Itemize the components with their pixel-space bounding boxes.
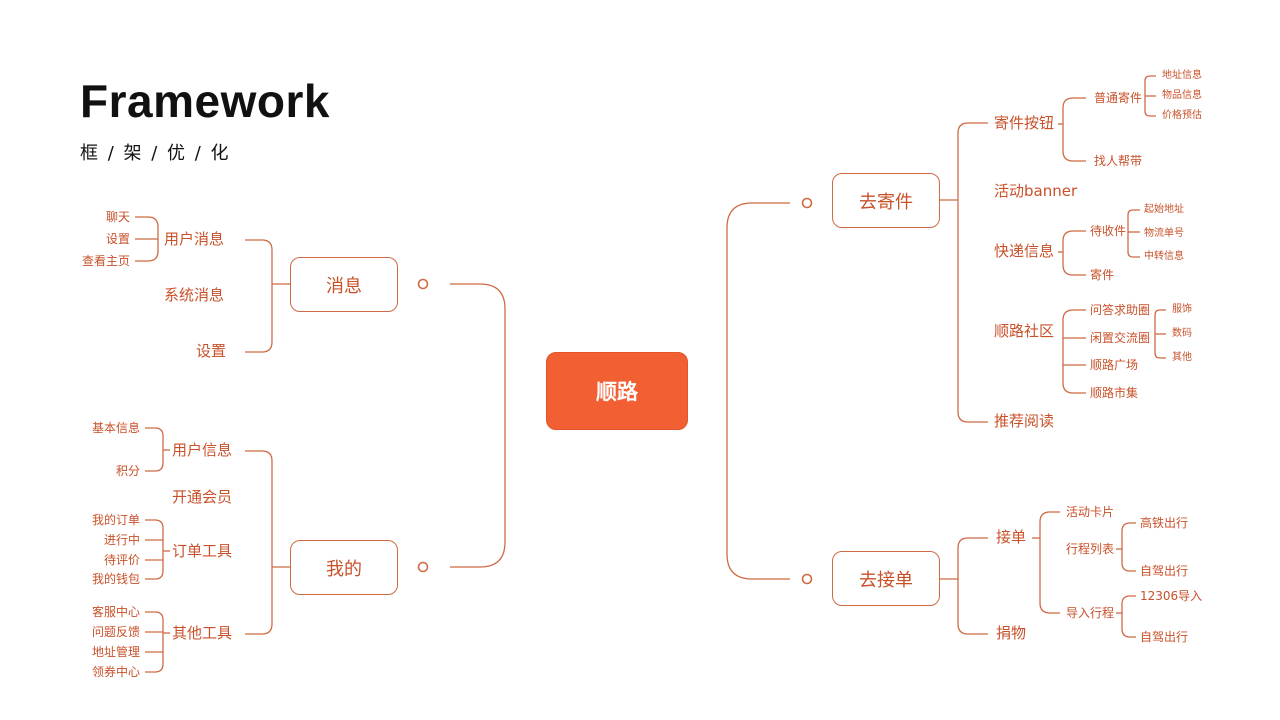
label-square: 顺路广场 <box>1090 358 1139 372</box>
leaf-basic-info: 基本信息 <box>91 421 140 435</box>
leaf-price-estimate: 价格预估 <box>1162 110 1202 121</box>
label-other-tools: 其他工具 <box>172 624 233 642</box>
label-activity-card: 活动卡片 <box>1066 505 1115 519</box>
label-order-tools: 订单工具 <box>172 542 233 560</box>
leaf-self-drive-1: 自驾出行 <box>1140 564 1189 578</box>
leaf-address-info: 地址信息 <box>1162 70 1202 81</box>
leaf-address-management: 地址管理 <box>91 645 140 659</box>
leaf-customer-service: 客服中心 <box>91 605 140 619</box>
label-import-trip: 导入行程 <box>1066 606 1115 620</box>
label-activity-banner: 活动banner <box>994 182 1078 200</box>
root-node: 顺路 <box>546 352 688 430</box>
leaf-start-address: 起始地址 <box>1144 204 1184 215</box>
leaf-high-speed-rail: 高铁出行 <box>1140 516 1189 530</box>
label-membership: 开通会员 <box>172 488 233 506</box>
leaf-points: 积分 <box>115 464 140 478</box>
leaf-my-wallet: 我的钱包 <box>91 572 140 586</box>
label-pending-pickup: 待收件 <box>1090 224 1127 238</box>
node-take-order: 去接单 <box>832 551 940 606</box>
label-find-helper: 找人帮带 <box>1094 154 1143 168</box>
label-market: 顺路市集 <box>1090 386 1139 400</box>
label-settings: 设置 <box>196 342 227 360</box>
leaf-12306-import: 12306导入 <box>1140 589 1203 603</box>
leaf-view-homepage: 查看主页 <box>81 254 130 268</box>
leaf-self-drive-2: 自驾出行 <box>1140 630 1189 644</box>
label-send-button: 寄件按钮 <box>994 114 1055 132</box>
label-recommended-reading: 推荐阅读 <box>994 412 1055 430</box>
label-qa-circle: 问答求助圈 <box>1090 303 1151 317</box>
label-donate: 捐物 <box>996 624 1027 642</box>
page-title: Framework <box>80 75 330 127</box>
node-send: 去寄件 <box>832 173 940 228</box>
leaf-settings: 设置 <box>105 232 130 246</box>
leaf-chat: 聊天 <box>105 210 130 224</box>
leaf-digital: 数码 <box>1172 328 1192 339</box>
leaf-to-review: 待评价 <box>103 553 140 567</box>
node-mine: 我的 <box>290 540 398 595</box>
label-system-messages: 系统消息 <box>164 286 225 304</box>
label-accept-order: 接单 <box>996 528 1027 546</box>
label-normal-send: 普通寄件 <box>1094 91 1143 105</box>
label-trip-list: 行程列表 <box>1066 542 1115 556</box>
page-subtitle: 框 / 架 / 优 / 化 <box>80 143 231 164</box>
leaf-feedback: 问题反馈 <box>91 625 140 639</box>
label-idle-circle: 闲置交流圈 <box>1090 331 1151 345</box>
leaf-others: 其他 <box>1172 352 1192 363</box>
leaf-clothing: 服饰 <box>1172 304 1192 315</box>
node-messages: 消息 <box>290 257 398 312</box>
leaf-in-progress: 进行中 <box>103 533 140 547</box>
leaf-coupon-center: 领券中心 <box>91 665 140 679</box>
label-community: 顺路社区 <box>994 322 1055 340</box>
leaf-item-info: 物品信息 <box>1162 90 1202 101</box>
label-express-info: 快递信息 <box>994 242 1055 260</box>
leaf-tracking-number: 物流单号 <box>1144 228 1184 239</box>
label-user-info: 用户信息 <box>172 441 233 459</box>
leaf-transfer-info: 中转信息 <box>1144 251 1184 262</box>
leaf-my-orders: 我的订单 <box>91 513 140 527</box>
label-user-messages: 用户消息 <box>164 230 225 248</box>
label-sent: 寄件 <box>1090 268 1115 282</box>
